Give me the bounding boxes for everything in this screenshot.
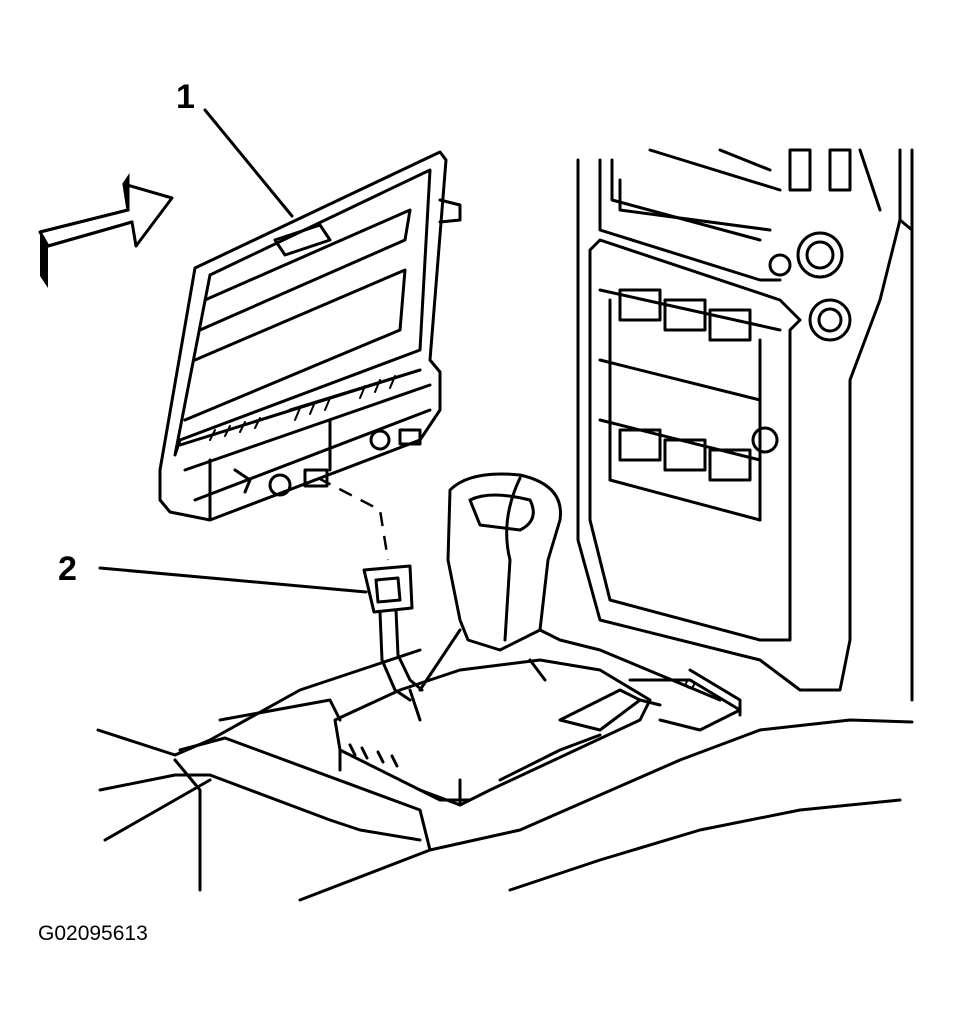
callout-2-label: 2 (58, 550, 77, 588)
gear-shift-knob (418, 472, 722, 702)
electrical-connector (362, 564, 424, 702)
console-trim (96, 648, 914, 902)
callout-1-leader-line (203, 108, 294, 218)
radio-control-assembly (158, 150, 462, 522)
center-stack-bezel (576, 148, 914, 702)
removal-direction-arrow-icon (38, 173, 174, 288)
figure-id: G02095613 (38, 922, 148, 945)
callout-2-leader-line (98, 566, 368, 594)
connector-path-dashed-line (317, 476, 390, 561)
callout-1-label: 1 (176, 78, 195, 116)
